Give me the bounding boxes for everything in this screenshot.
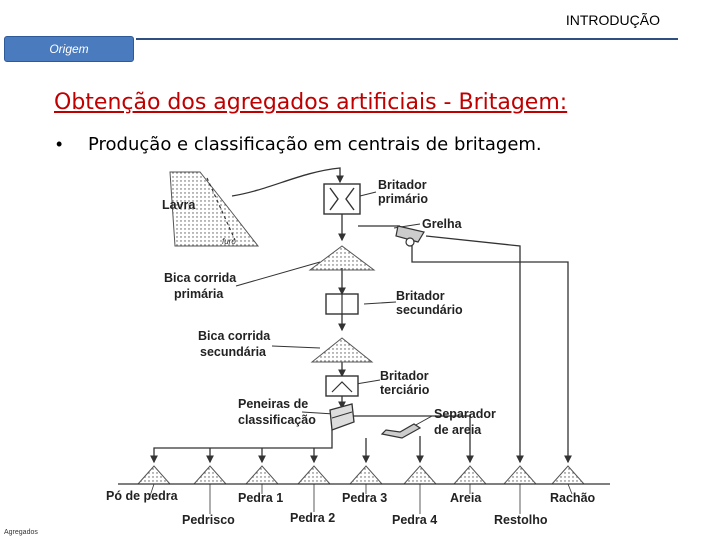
product-rachao: Rachão bbox=[550, 491, 596, 505]
screen-label-2: classificação bbox=[238, 413, 316, 427]
grate-icon bbox=[395, 225, 425, 247]
quarry-slope bbox=[169, 171, 260, 247]
footer-label: Agregados bbox=[4, 529, 38, 536]
origin-tab[interactable]: Origem bbox=[4, 36, 134, 62]
product-pedra4: Pedra 4 bbox=[392, 513, 437, 527]
primary-crusher-label-1: Britador bbox=[378, 178, 427, 192]
secondary-bica-label-2: secundária bbox=[200, 345, 267, 359]
secondary-crusher-icon bbox=[325, 293, 359, 315]
bullet-icon: • bbox=[56, 134, 63, 154]
product-restolho: Restolho bbox=[494, 513, 548, 527]
primary-crusher-icon bbox=[323, 183, 361, 215]
product-areia: Areia bbox=[450, 491, 482, 505]
grate-label: Grelha bbox=[422, 217, 463, 231]
secondary-crusher-label-2: secundário bbox=[396, 303, 463, 317]
separator-label-1: Separador bbox=[434, 407, 496, 421]
secondary-bica-label-1: Bica corrida bbox=[198, 329, 271, 343]
separator-label-2: de areia bbox=[434, 423, 482, 437]
secondary-pile-icon bbox=[310, 337, 374, 363]
slide-title: Obtenção dos agregados artificiais - Bri… bbox=[54, 90, 568, 115]
primary-bica-label-2: primária bbox=[174, 287, 224, 301]
primary-pile-icon bbox=[308, 245, 376, 271]
lavra-label: Lavra bbox=[162, 198, 196, 212]
tertiary-crusher-label-1: Britador bbox=[380, 369, 429, 383]
product-pedrisco: Pedrisco bbox=[182, 513, 235, 527]
product-pedra1: Pedra 1 bbox=[238, 491, 283, 505]
sand-separator-icon bbox=[380, 423, 422, 439]
header-rule bbox=[136, 38, 678, 40]
tertiary-crusher-label-2: terciário bbox=[380, 383, 430, 397]
product-pedra3: Pedra 3 bbox=[342, 491, 387, 505]
product-pile-icons bbox=[136, 465, 586, 485]
product-pedra2: Pedra 2 bbox=[290, 511, 335, 525]
product-po-de-pedra: Pó de pedra bbox=[106, 489, 179, 503]
tertiary-crusher-icon bbox=[325, 375, 359, 397]
primary-crusher-label-2: primário bbox=[378, 192, 428, 206]
screen-label-1: Peneiras de bbox=[238, 397, 308, 411]
primary-bica-label-1: Bica corrida bbox=[164, 271, 237, 285]
furo-label: furo bbox=[222, 237, 236, 246]
header-title: INTRODUÇÃO bbox=[565, 12, 660, 28]
bullet-text: Produção e classificação em centrais de … bbox=[88, 134, 542, 155]
screen-icon bbox=[329, 403, 355, 431]
secondary-crusher-label-1: Britador bbox=[396, 289, 445, 303]
